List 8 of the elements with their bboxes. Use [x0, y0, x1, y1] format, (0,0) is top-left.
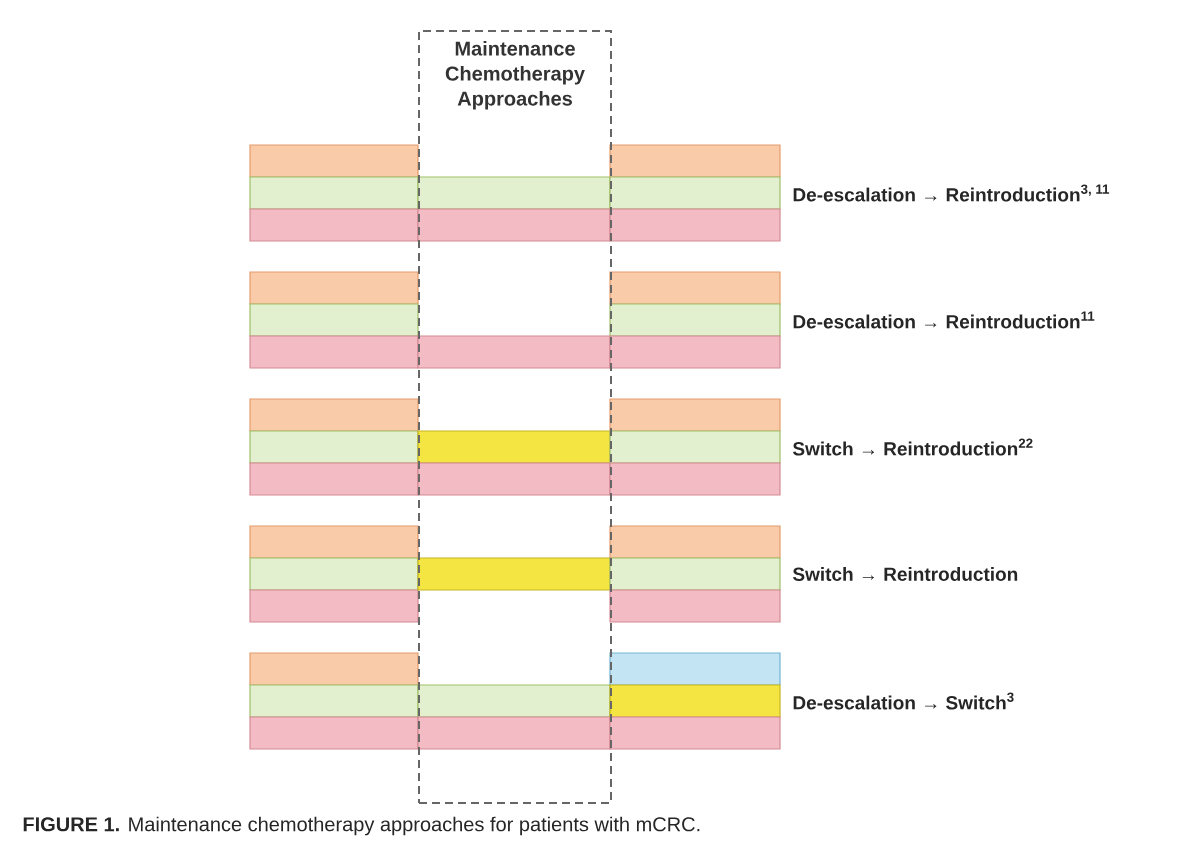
column-heading: Maintenance Chemotherapy Approaches	[445, 41, 585, 110]
row-label: Switch → Reintroduction	[792, 567, 1018, 581]
row-label: De-escalation → Reintroduction$^{3, 11}$	[793, 184, 1110, 202]
row-label: De-escalation → Switch$^{3}$	[793, 692, 1014, 710]
caption: FIGURE 1. Maintenance chemotherapy approaches for patients with mCRC.	[23, 816, 700, 836]
row-label: Switch → Reintroduction$^{22}$	[792, 438, 1033, 456]
dashed-column	[418, 30, 612, 804]
row-label: De-escalation → Reintroduction$^{11}$	[793, 311, 1095, 329]
